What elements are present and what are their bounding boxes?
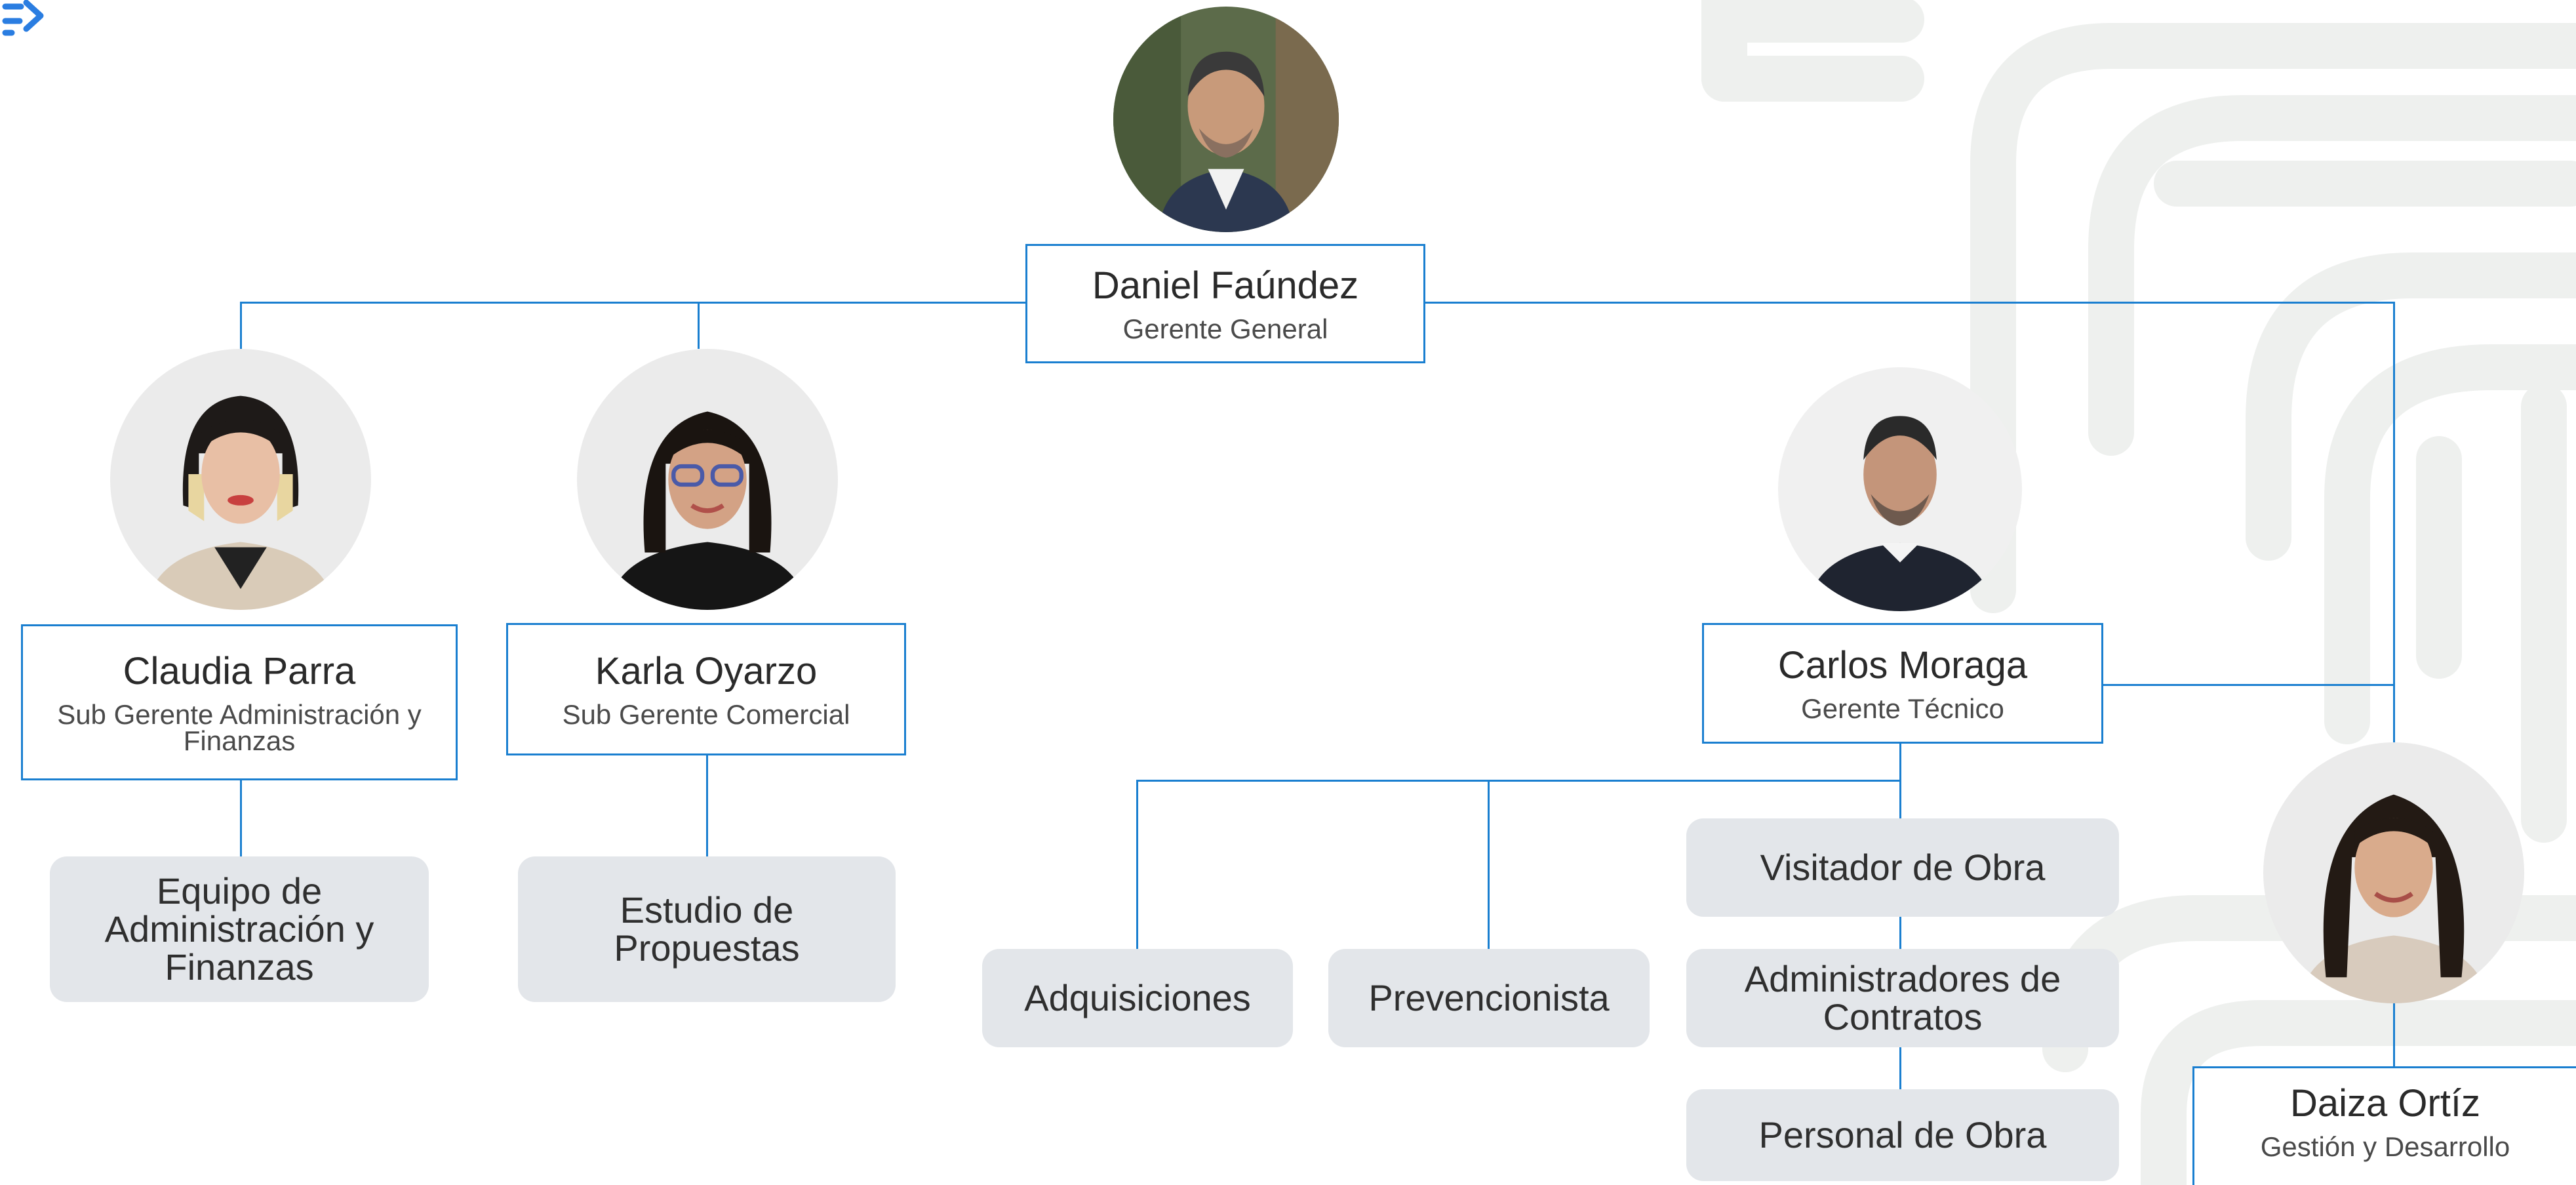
unit-visitador-obra: Visitador de Obra: [1686, 818, 2119, 917]
person-name: Karla Oyarzo: [595, 650, 818, 693]
connector-line: [2393, 302, 2395, 742]
person-role: Gerente General: [1122, 313, 1328, 344]
connector-line: [240, 302, 1025, 304]
person-photo-icon: [577, 349, 838, 610]
avatar-daniel-faundez: [1113, 7, 1339, 232]
connector-line: [1136, 780, 1138, 949]
arrow-logo-icon: [2, 0, 44, 36]
person-role: Sub Gerente Administración y Finanzas: [57, 699, 422, 756]
person-role: Sub Gerente Comercial: [562, 698, 850, 730]
connector-line: [2103, 684, 2395, 686]
person-name: Claudia Parra: [123, 650, 356, 693]
connector-line: [1423, 302, 2395, 304]
avatar-karla-oyarzo: [577, 349, 838, 610]
unit-administradores-contratos: Administradores de Contratos: [1686, 949, 2119, 1047]
person-photo-icon: [110, 349, 371, 610]
person-photo-icon: [1113, 7, 1339, 232]
card-manager-karla: Karla Oyarzo Sub Gerente Comercial: [506, 623, 906, 755]
card-manager-claudia: Claudia Parra Sub Gerente Administración…: [21, 624, 458, 780]
person-name: Daniel Faúndez: [1092, 264, 1359, 308]
person-photo-icon: [1778, 367, 2022, 611]
team-administracion-finanzas: Equipo de Administración y Finanzas: [50, 856, 429, 1002]
connector-line: [706, 755, 708, 856]
unit-prevencionista: Prevencionista: [1328, 949, 1650, 1047]
unit-adquisiciones: Adquisiciones: [982, 949, 1293, 1047]
person-role: Gestión y Desarrollo: [2260, 1131, 2510, 1162]
connector-line: [240, 302, 242, 349]
avatar-daiza-ortiz: [2263, 742, 2524, 1003]
connector-line: [240, 779, 242, 856]
person-name: Carlos Moraga: [1777, 644, 2028, 687]
avatar-carlos-moraga: [1778, 367, 2022, 611]
connector-line: [1136, 780, 1901, 782]
person-name: Daiza Ortíz: [2289, 1082, 2481, 1125]
team-estudio-propuestas: Estudio de Propuestas: [518, 856, 896, 1002]
connector-line: [2393, 1001, 2395, 1067]
connector-line: [1899, 1047, 1901, 1089]
connector-line: [698, 302, 700, 349]
person-photo-icon: [2263, 742, 2524, 1003]
avatar-claudia-parra: [110, 349, 371, 610]
card-manager-carlos: Carlos Moraga Gerente Técnico: [1702, 623, 2103, 744]
unit-personal-obra: Personal de Obra: [1686, 1089, 2119, 1181]
card-ceo: Daniel Faúndez Gerente General: [1025, 244, 1425, 363]
connector-line: [1899, 917, 1901, 950]
person-role: Gerente Técnico: [1801, 693, 2004, 724]
card-manager-daiza: Daiza Ortíz Gestión y Desarrollo: [2192, 1066, 2576, 1185]
connector-line: [1488, 780, 1490, 949]
